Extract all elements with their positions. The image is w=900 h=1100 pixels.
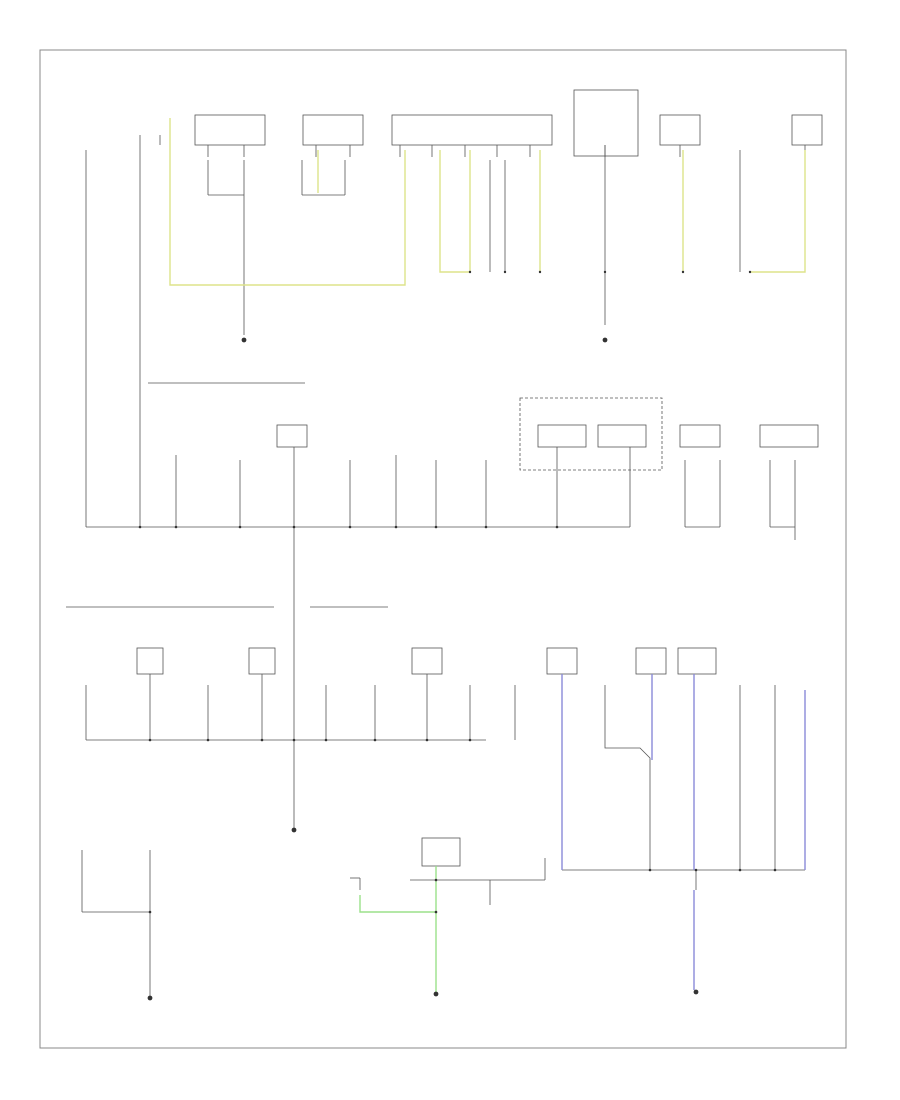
component-box xyxy=(421,837,461,867)
component-box xyxy=(791,114,823,146)
lower-row-wires xyxy=(85,674,805,890)
component-box xyxy=(302,114,364,146)
bottom-ground-symbols xyxy=(147,878,439,1001)
component-box xyxy=(391,114,553,146)
component-box xyxy=(635,647,667,675)
top-row-components xyxy=(194,89,823,157)
component-box xyxy=(537,424,587,448)
violet-wires xyxy=(561,674,806,990)
middle-row-components xyxy=(148,382,819,471)
component-box xyxy=(573,89,639,157)
yellow-wires-top xyxy=(169,118,806,286)
component-box xyxy=(546,647,578,675)
component-box xyxy=(759,424,819,448)
lower-row-junctions xyxy=(148,738,777,995)
middle-row-wires xyxy=(86,447,796,830)
component-box xyxy=(194,114,266,146)
green-wires xyxy=(359,866,437,992)
component-box xyxy=(597,424,647,448)
diagram-border xyxy=(39,49,847,1049)
component-box xyxy=(276,424,308,448)
component-box xyxy=(411,647,443,675)
component-box xyxy=(659,114,701,146)
bottom-section xyxy=(81,837,546,998)
component-box xyxy=(136,647,164,675)
component-box xyxy=(248,647,276,675)
top-row-wires xyxy=(85,135,741,527)
component-box xyxy=(679,424,721,448)
component-box xyxy=(677,647,717,675)
top-ground-symbols xyxy=(241,270,752,343)
dashed-component-group xyxy=(519,397,663,471)
lower-row-components xyxy=(66,606,717,675)
middle-row-junctions xyxy=(138,525,559,529)
